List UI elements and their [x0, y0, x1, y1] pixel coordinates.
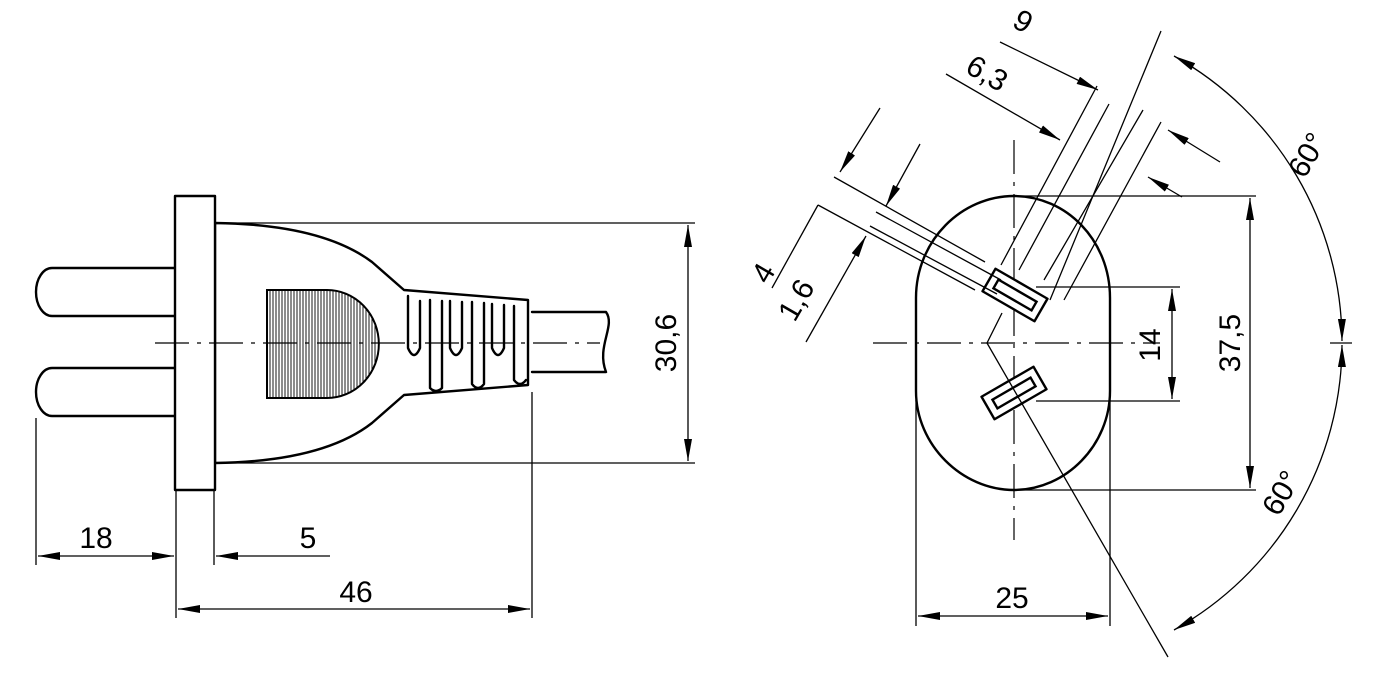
grip-area [266, 289, 380, 399]
dim-slot-length: 4 [745, 258, 782, 289]
dim-pin-length: 18 [79, 522, 112, 555]
dim-body-height: 37,5 [1214, 314, 1247, 372]
upper-pin [34, 266, 176, 318]
upper-pin-slot [981, 267, 1049, 323]
dim-overall-length: 46 [339, 576, 372, 609]
dim-angle-upper: 60° [1282, 127, 1333, 183]
dim-pin-width: 6,3 [960, 49, 1013, 98]
side-view: 18 5 46 30,6 [34, 194, 695, 618]
dim-pin-spacing: 9 [1007, 3, 1038, 40]
grip-ribs [406, 294, 528, 393]
cable [530, 310, 611, 374]
lower-pin [34, 366, 176, 418]
dim-body-width: 25 [995, 582, 1028, 615]
dim-body-height: 30,6 [650, 314, 683, 372]
dim-slot-width: 1,6 [772, 274, 821, 327]
front-view: 9 6,3 4 1,6 14 37,5 25 60° 60° [745, 3, 1352, 658]
dim-angle-lower: 60° [1256, 465, 1307, 521]
dim-pin-offset: 14 [1134, 328, 1167, 361]
dim-flange-thickness: 5 [300, 522, 317, 555]
lower-pin-slot [980, 365, 1048, 421]
